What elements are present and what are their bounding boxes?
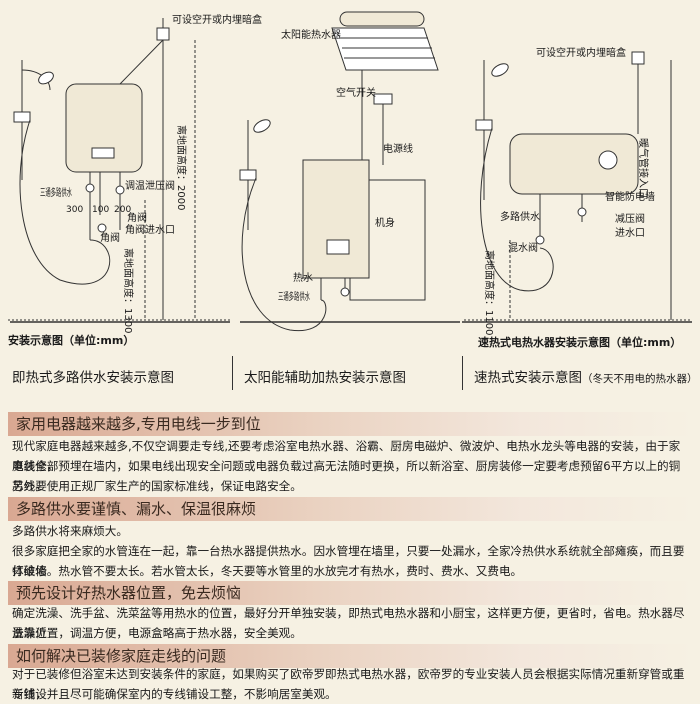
d1-height2-label: 离地面高度：1300 [122, 248, 135, 333]
caption-fast: 速热式安装示意图（冬天不用电的热水器） [474, 366, 698, 386]
caption-instant: 即热式多路供水安装示意图 [12, 370, 174, 386]
wiring-para-2: 电线全部预埋在墙内，如果电线出现安全问题或电器负载过高无法随时更换，所以新浴室、… [12, 459, 681, 493]
solar-heater-body [302, 159, 370, 279]
d3-pipe-label: 暖气管接入口 [637, 138, 650, 198]
d1-dim-200: 200 [114, 205, 131, 215]
caption-fast-note: （冬天不用电的热水器） [582, 373, 698, 385]
d2-hot-label: 热水 [293, 271, 313, 284]
section-heading-retrofit: 如何解决已装修家庭走线的问题 [8, 644, 694, 668]
retrofit-para-1: 对于已装修但浴室未达到安装条件的家庭，如果购买了欧帝罗即热式电热水器，欧帝罗的专… [12, 667, 685, 701]
d3-title: 速热式电热水器安装示意图（单位:mm） [478, 335, 681, 349]
d2-solar-label: 太阳能热水器 [281, 28, 341, 41]
multi-para-2: 很多家庭把全家的水管连在一起，靠一台热水器提供热水。因水管埋在墙里，只要一处漏水… [12, 544, 685, 578]
section-heading-position: 预先设计好热水器位置，免去烦恼 [8, 581, 694, 605]
caption-fast-title: 速热式安装示意图 [474, 370, 582, 386]
section-heading-wiring: 家用电器越来越多,专用电线一步到位 [8, 412, 694, 436]
caption-divider-2 [462, 356, 463, 390]
instant-heater-body [65, 83, 143, 173]
retrofit-para-2: 专线，并且尽可能确保室内的专线铺设工整，不影响居室美观。 [12, 687, 337, 701]
junction-box [156, 27, 170, 41]
junction-box-2 [631, 51, 645, 65]
d1-dim-300: 300 [66, 205, 83, 215]
d1-angle-valve-label: 角阀 [127, 211, 147, 224]
d1-box-label: 可设空开或内埋暗盒 [172, 13, 262, 26]
diagram-fast-heater [462, 51, 692, 323]
fast-heater-body [509, 133, 639, 195]
diagram-instant-heater [8, 18, 232, 323]
d1-valve-label: 调温泄压阀 [125, 179, 175, 192]
diagram-solar-assisted [239, 11, 460, 332]
caption-divider-1 [232, 356, 233, 390]
d3-reduce-label: 减压阀 [615, 212, 645, 225]
d3-anti-label: 智能防电墙 [605, 190, 655, 203]
d3-box-label: 可设空开或内埋暗盒 [536, 46, 626, 59]
d3-supply-label: 多路供水 [500, 210, 540, 223]
wiring-para-1: 现代家庭电器越来越多,不仅空调要走专线,还要考虑浴室电热水器、浴霸、厨房电磁炉、… [12, 439, 681, 473]
multi-para-3: 体维修。热水管不要太长。若水管太长，冬天要等水管里的水放完才有热水，费时、费水、… [12, 564, 523, 578]
caption-solar: 太阳能辅助加热安装示意图 [244, 370, 406, 386]
position-para-2: 洗澡位置，调温方便，电源盒略高于热水器，安全美观。 [12, 626, 302, 640]
position-para-1: 确定洗澡、洗手盆、洗菜盆等用热水的位置，最好分开单独安装，即热式电热水器和小厨宝… [12, 606, 685, 640]
section-heading-multi-supply: 多路供水要谨慎、漏水、保温很麻烦 [8, 497, 694, 521]
d3-height-label: 离地面高度：1100 [483, 250, 496, 335]
d3-inlet-label: 进水口 [615, 227, 645, 239]
d2-tee-label: 三通多路供水 [278, 290, 310, 303]
d3-mix-label: 混水阀 [508, 241, 538, 254]
d1-title: 安装示意图（单位:mm） [8, 333, 134, 347]
d2-air-switch-label: 空气开关 [336, 86, 376, 99]
d1-inlet-label: 角阀进水口 [125, 223, 175, 236]
d2-body-label: 机身 [375, 216, 395, 229]
wiring-para-3: 另外要使用正规厂家生产的国家标准线，保证电路安全。 [12, 479, 302, 493]
d1-angle-valve2-label: 角阀 [100, 231, 120, 244]
d1-tee-label: 三通多路供水 [40, 186, 72, 199]
multi-para-1: 多路供水将来麻烦大。 [12, 524, 128, 538]
d2-power-label: 电源线 [383, 142, 413, 155]
installation-diagrams: 可设空开或内埋暗盒 三通多路供水 300 100 200 调温泄压阀 角阀 角阀… [8, 11, 692, 349]
d1-height-label: 离地面高度：2000 [175, 125, 188, 210]
d1-dim-100: 100 [92, 205, 109, 215]
